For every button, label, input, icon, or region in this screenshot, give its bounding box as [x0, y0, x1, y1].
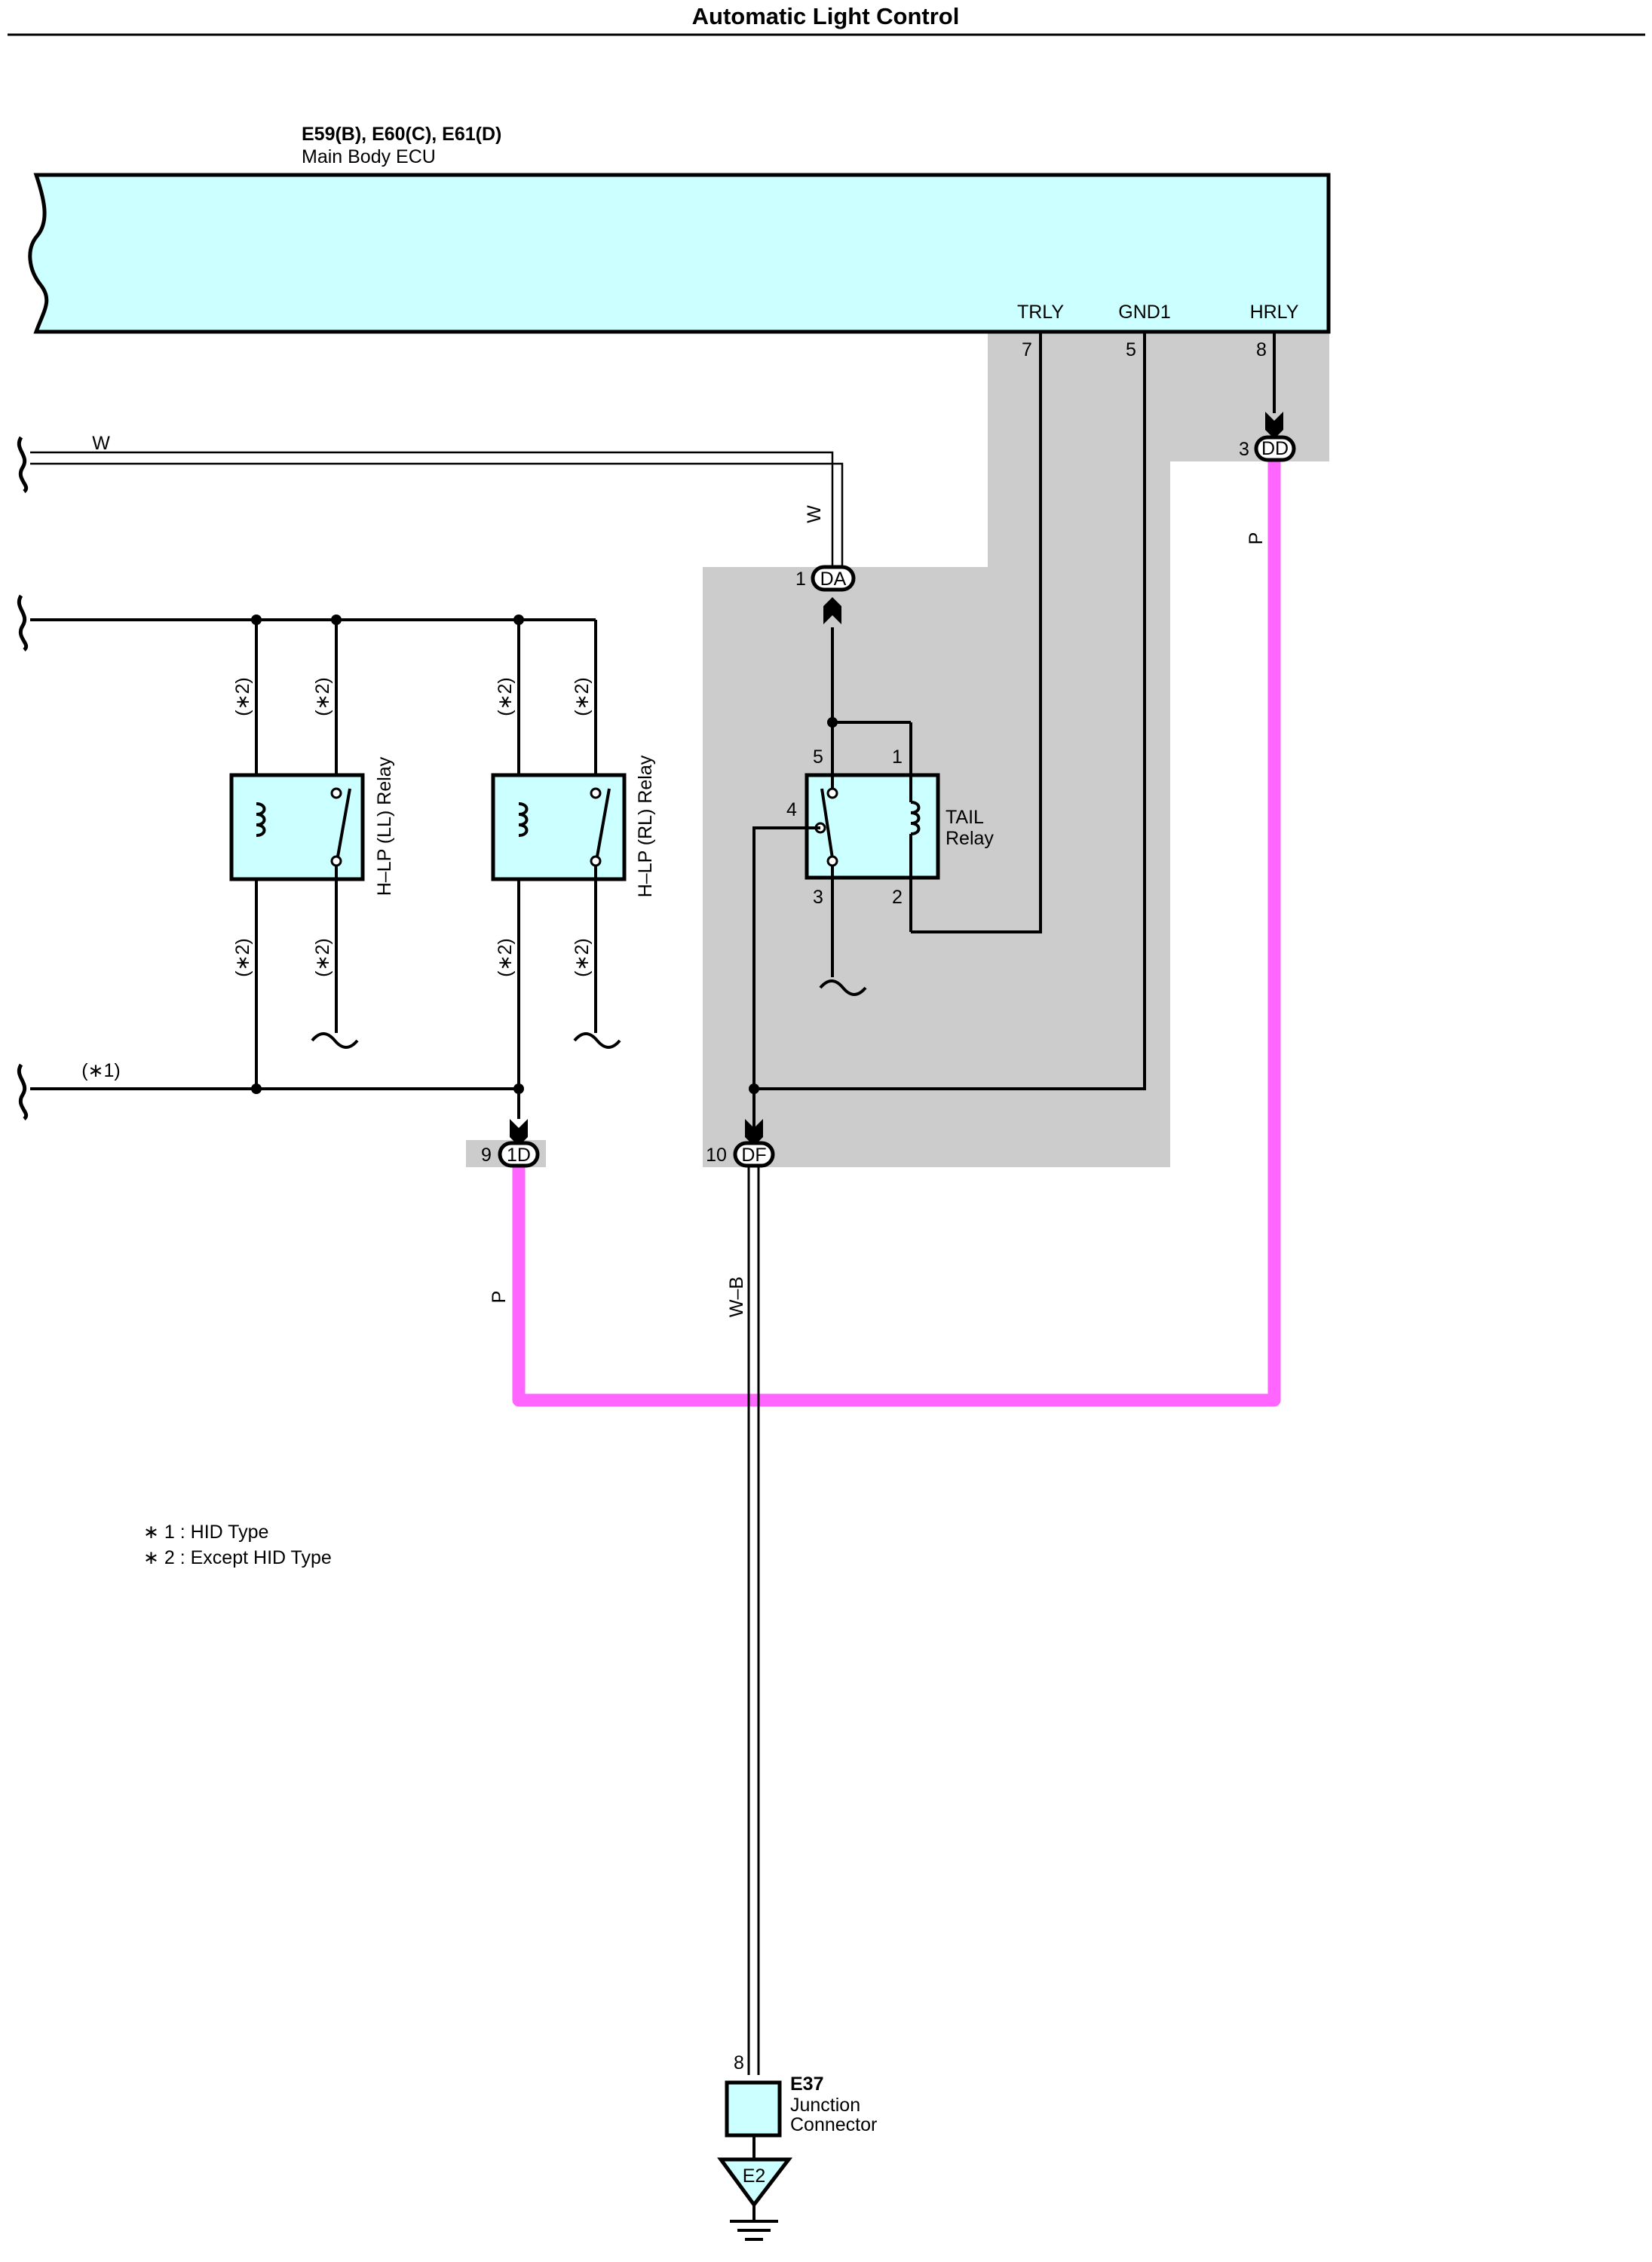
tag-rl-coil-top: (∗2)	[495, 677, 516, 716]
pin-hrly: 8	[1256, 339, 1267, 360]
wire-color-w-b: W–B	[726, 1277, 747, 1317]
connector-da-pin: 1	[795, 569, 806, 590]
tag-hid-bus: (∗1)	[81, 1060, 121, 1081]
ground-label: E2	[743, 2165, 766, 2187]
tag-ll-coil-bottom: (∗2)	[232, 938, 253, 977]
wire-trly	[911, 332, 1042, 933]
hlp-rl-relay-box	[491, 773, 627, 881]
tail-pin3-break-icon	[819, 979, 867, 996]
junction-name-2: Connector	[790, 2114, 877, 2135]
hlp-ll-coil-icon	[256, 802, 266, 837]
tag-ll-switch-bottom: (∗2)	[312, 938, 333, 977]
tail-relay-label-1: TAIL	[946, 807, 984, 828]
tail-pin-1: 1	[892, 746, 903, 768]
connector-da-arrow-icon	[823, 597, 841, 624]
hlp-rl-relay-label: H–LP (RL) Relay	[635, 755, 656, 897]
tail-relay-label-2: Relay	[946, 828, 994, 849]
wire-color-p-right: P	[1246, 532, 1267, 545]
connector-df-arrow-icon	[745, 1119, 763, 1146]
hlp-ll-relay	[229, 620, 365, 1089]
tail-relay-coil-icon	[910, 801, 921, 835]
junction-id: E37	[790, 2074, 823, 2095]
pink-wire	[512, 455, 1281, 1407]
wire-gnd1	[754, 332, 1146, 1090]
terminal-hrly: HRLY	[1250, 302, 1299, 323]
connector-dd-code: DD	[1261, 438, 1289, 459]
hlp-rl-relay	[491, 620, 627, 1119]
connector-dd-arrow-icon	[1265, 412, 1283, 439]
break-mark-hid	[17, 1063, 28, 1120]
wire-color-w-side: W	[804, 505, 825, 523]
terminal-gnd1: GND1	[1118, 302, 1170, 323]
tail-relay	[805, 722, 940, 977]
wire-color-w-top: W	[92, 433, 110, 454]
ecu-name: Main Body ECU	[302, 146, 436, 167]
ecu-id: E59(B), E60(C), E61(D)	[302, 124, 501, 145]
connector-1d-code: 1D	[507, 1145, 531, 1166]
connector-1d-pin: 9	[481, 1145, 492, 1166]
tail-pin-5: 5	[813, 746, 823, 768]
wire-w-b	[747, 1166, 760, 2075]
wire-tail-pin4-to-df	[752, 826, 820, 1142]
tail-pin-2: 2	[892, 887, 903, 908]
main-body-ecu-box	[28, 173, 1331, 334]
connector-df	[733, 1141, 775, 1168]
diagram-title: Automatic Light Control	[692, 3, 960, 29]
hlp-rl-coil-icon	[518, 802, 529, 837]
connector-1d-arrow-icon	[510, 1119, 528, 1146]
note-2: ∗ 2 : Except HID Type	[143, 1547, 332, 1568]
wire-w	[30, 451, 844, 567]
connector-da	[811, 565, 856, 592]
pin-gnd1: 5	[1126, 339, 1136, 360]
junction-name-1: Junction	[790, 2095, 860, 2116]
tag-ll-switch-top: (∗2)	[312, 677, 333, 716]
break-mark-bus	[17, 594, 28, 651]
ground-point-icon	[717, 2157, 793, 2208]
junction-dot	[749, 1083, 759, 1094]
hlp-ll-break-icon	[311, 1032, 359, 1049]
break-mark-w	[17, 436, 28, 493]
tag-rl-coil-bottom: (∗2)	[495, 938, 516, 977]
connector-df-code: DF	[741, 1145, 766, 1166]
pin-trly: 7	[1022, 339, 1032, 360]
connector-df-pin: 10	[706, 1145, 727, 1166]
wire-color-p-left: P	[489, 1291, 510, 1304]
tag-rl-switch-top: (∗2)	[572, 677, 593, 716]
junction-pin: 8	[734, 2052, 744, 2074]
hlp-ll-relay-label: H–LP (LL) Relay	[374, 756, 395, 896]
tail-pin-4: 4	[786, 799, 797, 820]
tag-ll-coil-top: (∗2)	[232, 677, 253, 716]
junction-connector-box	[725, 2080, 782, 2138]
tag-rl-switch-bottom: (∗2)	[572, 938, 593, 977]
terminal-trly: TRLY	[1017, 302, 1064, 323]
connector-1d	[498, 1141, 540, 1168]
tail-pin-3: 3	[813, 887, 823, 908]
note-1: ∗ 1 : HID Type	[143, 1522, 268, 1543]
connector-dd	[1254, 435, 1296, 462]
connector-da-code: DA	[820, 569, 847, 590]
ground-symbol-icon	[730, 2205, 778, 2241]
connector-dd-pin: 3	[1239, 439, 1249, 460]
hlp-rl-break-icon	[573, 1032, 621, 1049]
